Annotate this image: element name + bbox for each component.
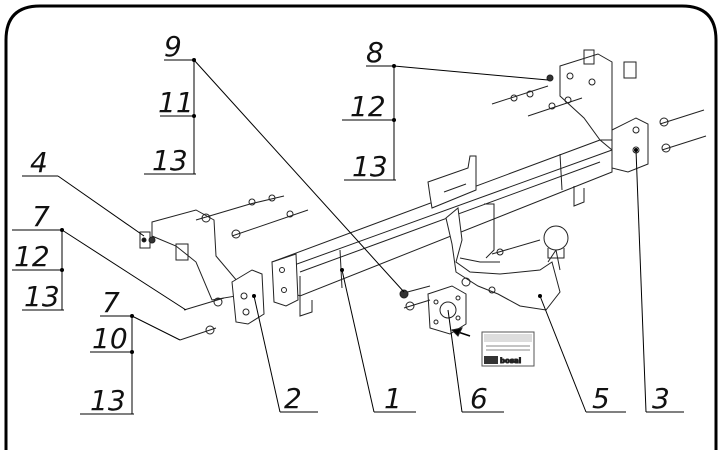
callout-12-top-right: 12 (350, 90, 386, 123)
callout-7-lower: 7 (102, 286, 120, 319)
tow-neck (445, 203, 569, 311)
callout-13-left: 13 (24, 280, 60, 313)
callout-13-top-right: 13 (352, 150, 388, 183)
bosal-label-plate: bosal (450, 327, 535, 367)
callout-12-left: 12 (14, 240, 50, 273)
socket-plate (427, 285, 467, 335)
callout-2: 2 (284, 382, 302, 415)
callout-3: 3 (652, 382, 670, 415)
callout-4: 4 (30, 146, 48, 179)
tow-ball (543, 225, 569, 251)
drawing-frame (4, 4, 718, 450)
callout-9: 9 (164, 30, 182, 63)
callout-1: 1 (384, 382, 402, 415)
hardware-bolts (148, 74, 707, 341)
callout-13-bottom-left: 13 (90, 384, 126, 417)
callout-13-top-left: 13 (152, 144, 188, 177)
callout-6: 6 (470, 382, 488, 415)
callout-8: 8 (366, 36, 384, 69)
leader-dots (60, 58, 638, 354)
callout-10: 10 (92, 322, 128, 355)
leader-lines (12, 59, 684, 415)
left-bracket (151, 209, 299, 325)
label-plate-brand: bosal (500, 357, 521, 365)
right-bracket (559, 49, 649, 173)
callout-5: 5 (592, 382, 610, 415)
callout-7-upper: 7 (32, 200, 50, 233)
callout-11: 11 (158, 86, 194, 119)
